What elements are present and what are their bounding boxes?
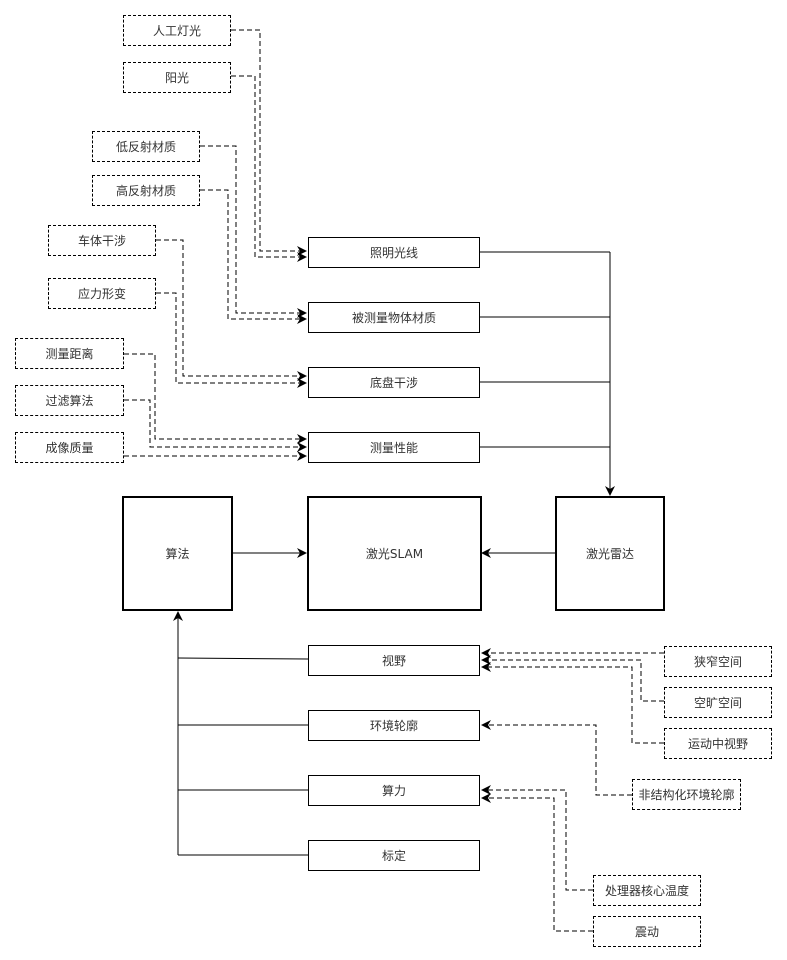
node-label: 高反射材质 xyxy=(115,184,176,198)
node-stress-deformation[interactable]: 应力形变 xyxy=(48,278,156,309)
node-label: 测量性能 xyxy=(369,441,418,455)
node-label: 环境轮廓 xyxy=(369,719,418,733)
node-narrow-space[interactable]: 狭窄空间 xyxy=(664,646,772,677)
node-label: 人工灯光 xyxy=(152,24,201,38)
connector-low-reflect xyxy=(200,145,307,318)
connector-unstructured xyxy=(481,720,632,796)
node-label: 底盘干涉 xyxy=(369,376,418,390)
node-label: 激光SLAM xyxy=(365,547,424,561)
node-cpu-temperature[interactable]: 处理器核心温度 xyxy=(593,875,701,906)
connector-high-reflect xyxy=(200,189,307,324)
node-environment-contour[interactable]: 环境轮廓 xyxy=(308,710,480,741)
node-label: 被测量物体材质 xyxy=(351,311,436,325)
connector-sunlight xyxy=(231,75,307,262)
node-lighting[interactable]: 照明光线 xyxy=(308,237,480,268)
connector-vibration xyxy=(481,793,593,932)
node-open-space[interactable]: 空旷空间 xyxy=(664,687,772,718)
node-label: 算力 xyxy=(381,784,406,798)
node-label: 震动 xyxy=(634,925,659,939)
node-body-interference[interactable]: 车体干涉 xyxy=(48,225,156,256)
connector-fov-bus xyxy=(177,657,309,660)
node-calibration[interactable]: 标定 xyxy=(308,840,480,871)
node-label: 阳光 xyxy=(164,71,189,85)
node-label: 算法 xyxy=(165,547,190,561)
node-label: 处理器核心温度 xyxy=(604,884,689,898)
connector-measure-distance xyxy=(124,353,307,444)
connector-body-interference xyxy=(156,239,307,381)
node-computing-power[interactable]: 算力 xyxy=(308,775,480,806)
node-chassis-interference[interactable]: 底盘干涉 xyxy=(308,367,480,398)
node-artificial-light[interactable]: 人工灯光 xyxy=(123,15,231,46)
connector-artificial-light xyxy=(231,29,307,256)
node-label: 低反射材质 xyxy=(115,140,176,154)
node-unstructured-contour[interactable]: 非结构化环境轮廓 xyxy=(632,779,741,810)
node-label: 照明光线 xyxy=(369,246,418,260)
node-label: 应力形变 xyxy=(77,287,126,301)
connector-cpu-temp xyxy=(481,785,593,891)
node-measure-distance[interactable]: 测量距离 xyxy=(15,338,124,369)
node-label: 狭窄空间 xyxy=(693,655,742,669)
node-lidar[interactable]: 激光雷达 xyxy=(555,496,665,611)
node-label: 非结构化环境轮廓 xyxy=(638,788,735,802)
node-label: 成像质量 xyxy=(45,441,94,455)
connector-filter-algo xyxy=(124,399,307,452)
node-object-material[interactable]: 被测量物体材质 xyxy=(308,302,480,333)
node-label: 视野 xyxy=(381,654,406,668)
node-imaging-quality[interactable]: 成像质量 xyxy=(15,432,124,463)
node-sunlight[interactable]: 阳光 xyxy=(123,62,231,93)
node-label: 测量距离 xyxy=(45,347,94,361)
node-label: 空旷空间 xyxy=(693,696,742,710)
node-low-reflect-material[interactable]: 低反射材质 xyxy=(92,131,200,162)
node-moving-fov[interactable]: 运动中视野 xyxy=(664,728,772,759)
connector-stress-deform xyxy=(156,292,307,388)
node-algorithm[interactable]: 算法 xyxy=(122,496,233,611)
node-field-of-view[interactable]: 视野 xyxy=(308,645,480,676)
node-label: 运动中视野 xyxy=(687,737,748,751)
connector-moving-fov xyxy=(481,662,664,744)
node-vibration[interactable]: 震动 xyxy=(593,916,701,947)
node-measure-performance[interactable]: 测量性能 xyxy=(308,432,480,463)
connector-open-space xyxy=(481,655,664,702)
node-high-reflect-material[interactable]: 高反射材质 xyxy=(92,175,200,206)
node-label: 车体干涉 xyxy=(77,234,126,248)
node-laser-slam[interactable]: 激光SLAM xyxy=(307,496,482,611)
node-filter-algorithm[interactable]: 过滤算法 xyxy=(15,385,124,416)
node-label: 过滤算法 xyxy=(45,394,94,408)
node-label: 激光雷达 xyxy=(585,547,634,561)
node-label: 标定 xyxy=(381,849,406,863)
